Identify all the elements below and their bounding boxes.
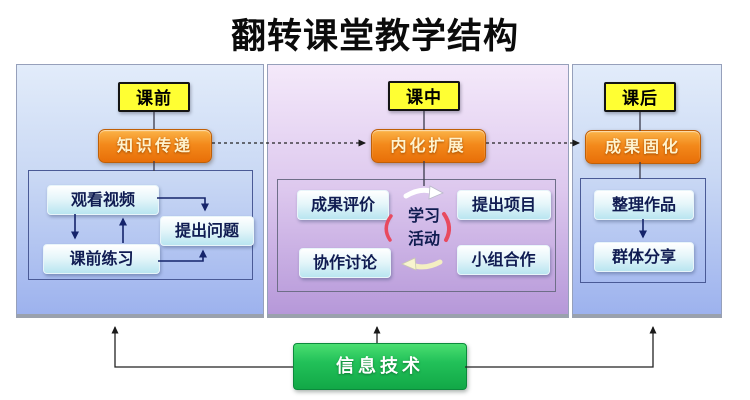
node-propose-project: 提出项目 [457,190,551,220]
node-organize-works: 整理作品 [594,190,694,220]
diagram-title: 翻转课堂教学结构 [230,17,519,57]
phase-header-pre-class: 课前 [118,82,190,112]
activity-group-after [580,178,706,283]
process-knowledge-transfer: 知识传递 [98,129,212,163]
learning-activity-line1: 学习 [407,206,440,225]
node-collaborative-discussion: 协作讨论 [299,248,391,278]
node-outcome-evaluation: 成果评价 [297,190,389,220]
process-internalize-expand: 内化扩展 [371,129,486,163]
process-outcome-consolidation: 成果固化 [585,130,701,164]
node-raise-questions: 提出问题 [160,216,254,246]
node-group-cooperation: 小组合作 [457,245,550,275]
node-group-sharing: 群体分享 [594,242,694,272]
activity-group-in [277,179,556,292]
node-watch-video: 观看视频 [47,185,159,215]
info-technology-box: 信息技术 [293,343,467,390]
phase-header-after-class: 课后 [604,82,676,112]
learning-activity-line2: 活动 [407,229,440,248]
phase-header-in-class: 课中 [388,81,460,111]
learning-activity-label: 学习 活动 [400,204,448,250]
node-pre-practice: 课前练习 [43,244,160,274]
